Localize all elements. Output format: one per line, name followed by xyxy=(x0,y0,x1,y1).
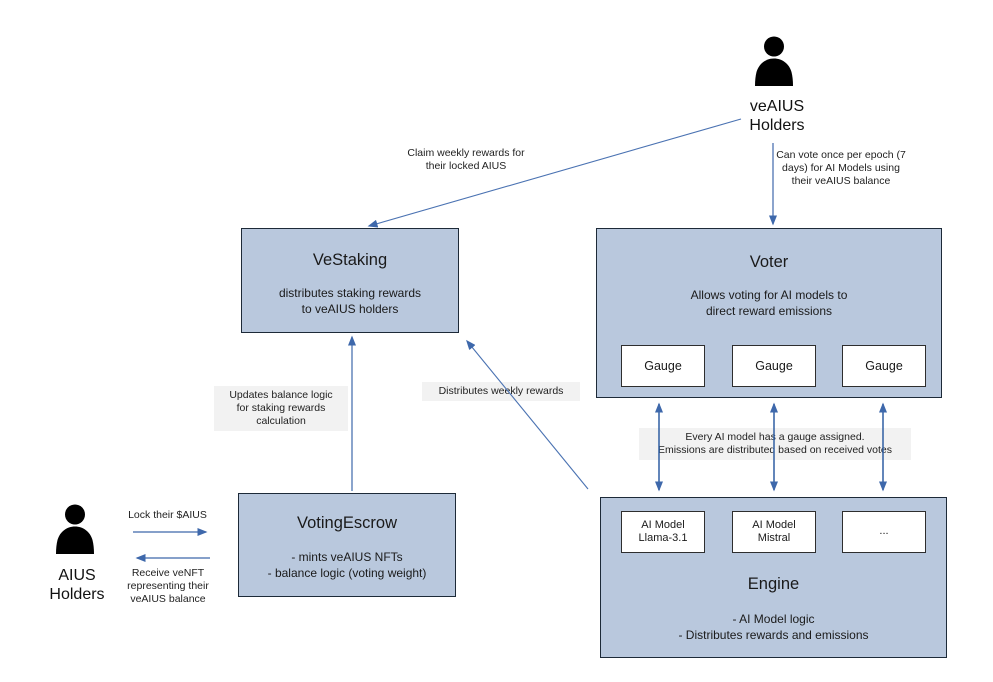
voter-box: Voter Allows voting for AI models to dir… xyxy=(596,228,942,398)
ai-model-box: AI Model Mistral xyxy=(732,511,816,553)
ai-model-box: ... xyxy=(842,511,926,553)
person-icon xyxy=(56,504,94,554)
vestaking-box: VeStaking distributes staking rewards to… xyxy=(241,228,459,333)
gauge-assignment-label: Every AI model has a gauge assigned. Emi… xyxy=(639,428,911,460)
gauge-box: Gauge xyxy=(621,345,705,387)
edge-distributes-weekly-arrow xyxy=(466,339,589,490)
vote-per-epoch-label: Can vote once per epoch (7 days) for AI … xyxy=(776,149,906,187)
vestaking-body: distributes staking rewards to veAIUS ho… xyxy=(278,286,422,316)
engine-title: Engine xyxy=(747,575,800,593)
lock-aius-label: Lock their $AIUS xyxy=(128,509,207,521)
vestaking-title: VeStaking xyxy=(312,251,388,269)
gauge-box: Gauge xyxy=(842,345,926,387)
ai-model-box: AI Model Llama-3.1 xyxy=(621,511,705,553)
votingescrow-body: - mints veAIUS NFTs - balance logic (vot… xyxy=(267,550,427,580)
votingescrow-box: VotingEscrow - mints veAIUS NFTs - balan… xyxy=(238,493,456,597)
distributes-weekly-label: Distributes weekly rewards xyxy=(422,382,580,401)
voter-title: Voter xyxy=(749,253,789,271)
voter-body: Allows voting for AI models to direct re… xyxy=(690,288,848,318)
veaius-holders-label: veAIUS Holders xyxy=(749,98,805,134)
updates-balance-label: Updates balance logic for staking reward… xyxy=(214,386,348,431)
claim-rewards-label: Claim weekly rewards for their locked AI… xyxy=(407,147,525,172)
person-icon xyxy=(755,36,793,86)
engine-body: - AI Model logic - Distributes rewards a… xyxy=(678,612,869,642)
gauge-box: Gauge xyxy=(732,345,816,387)
aius-holders-label: AIUS Holders xyxy=(49,567,105,603)
engine-box: AI Model Llama-3.1 AI Model Mistral ... … xyxy=(600,497,947,658)
receive-venft-label: Receive veNFT representing their veAIUS … xyxy=(127,567,209,605)
votingescrow-title: VotingEscrow xyxy=(297,514,397,532)
